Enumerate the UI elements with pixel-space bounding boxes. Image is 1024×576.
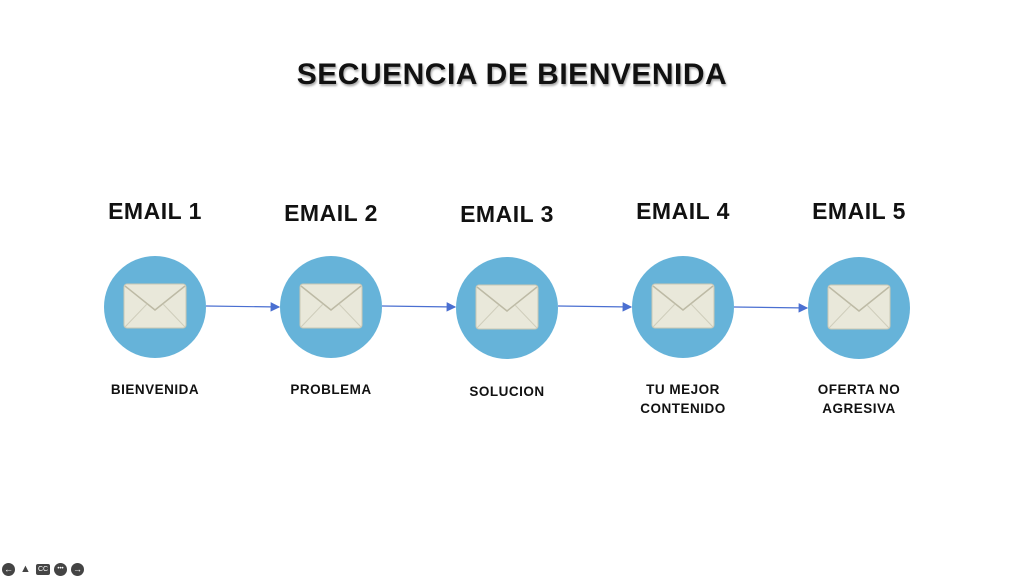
caption-line: PROBLEMA <box>290 382 372 397</box>
arrow-2-to-3 <box>381 302 457 312</box>
player-controls: ← ▲ CC ••• → <box>2 562 84 576</box>
previous-icon[interactable]: ← <box>2 562 15 576</box>
closed-captions-icon[interactable]: CC <box>36 563 50 575</box>
slide-title: SECUENCIA DE BIENVENIDA <box>296 58 728 91</box>
email-circle <box>104 256 206 358</box>
email-circle <box>632 256 734 358</box>
caption-line: SOLUCION <box>469 384 545 399</box>
step-heading: EMAIL 2 <box>284 200 378 226</box>
step-caption: TU MEJOR CONTENIDO <box>608 380 758 418</box>
email-circle <box>280 256 382 358</box>
caption-line: TU MEJOR <box>646 382 720 397</box>
arrow-1-to-2 <box>205 302 281 312</box>
envelope-icon <box>827 284 891 330</box>
caption-line: AGRESIVA <box>822 401 896 416</box>
caption-line: BIENVENIDA <box>110 382 200 397</box>
more-options-icon[interactable]: ••• <box>54 562 67 576</box>
step-caption: PROBLEMA <box>256 380 406 399</box>
envelope-icon <box>299 283 363 329</box>
step-heading: EMAIL 1 <box>108 198 202 224</box>
envelope-icon <box>123 283 187 329</box>
envelope-icon <box>475 284 539 330</box>
next-icon[interactable]: → <box>71 562 84 576</box>
step-heading: EMAIL 3 <box>460 201 554 227</box>
arrow-4-to-5 <box>733 303 809 313</box>
caption-line: CONTENIDO <box>640 401 726 416</box>
caption-line: OFERTA NO <box>817 382 901 397</box>
email-circle <box>456 257 558 359</box>
step-caption: OFERTA NO AGRESIVA <box>784 380 934 418</box>
step-heading: EMAIL 4 <box>636 198 730 224</box>
step-caption: SOLUCION <box>432 382 582 401</box>
pointer-icon[interactable]: ▲ <box>20 562 31 575</box>
step-heading: EMAIL 5 <box>812 198 906 224</box>
arrow-3-to-4 <box>557 302 633 312</box>
envelope-icon <box>651 283 715 329</box>
step-caption: BIENVENIDA <box>80 380 230 399</box>
email-circle <box>808 257 910 359</box>
